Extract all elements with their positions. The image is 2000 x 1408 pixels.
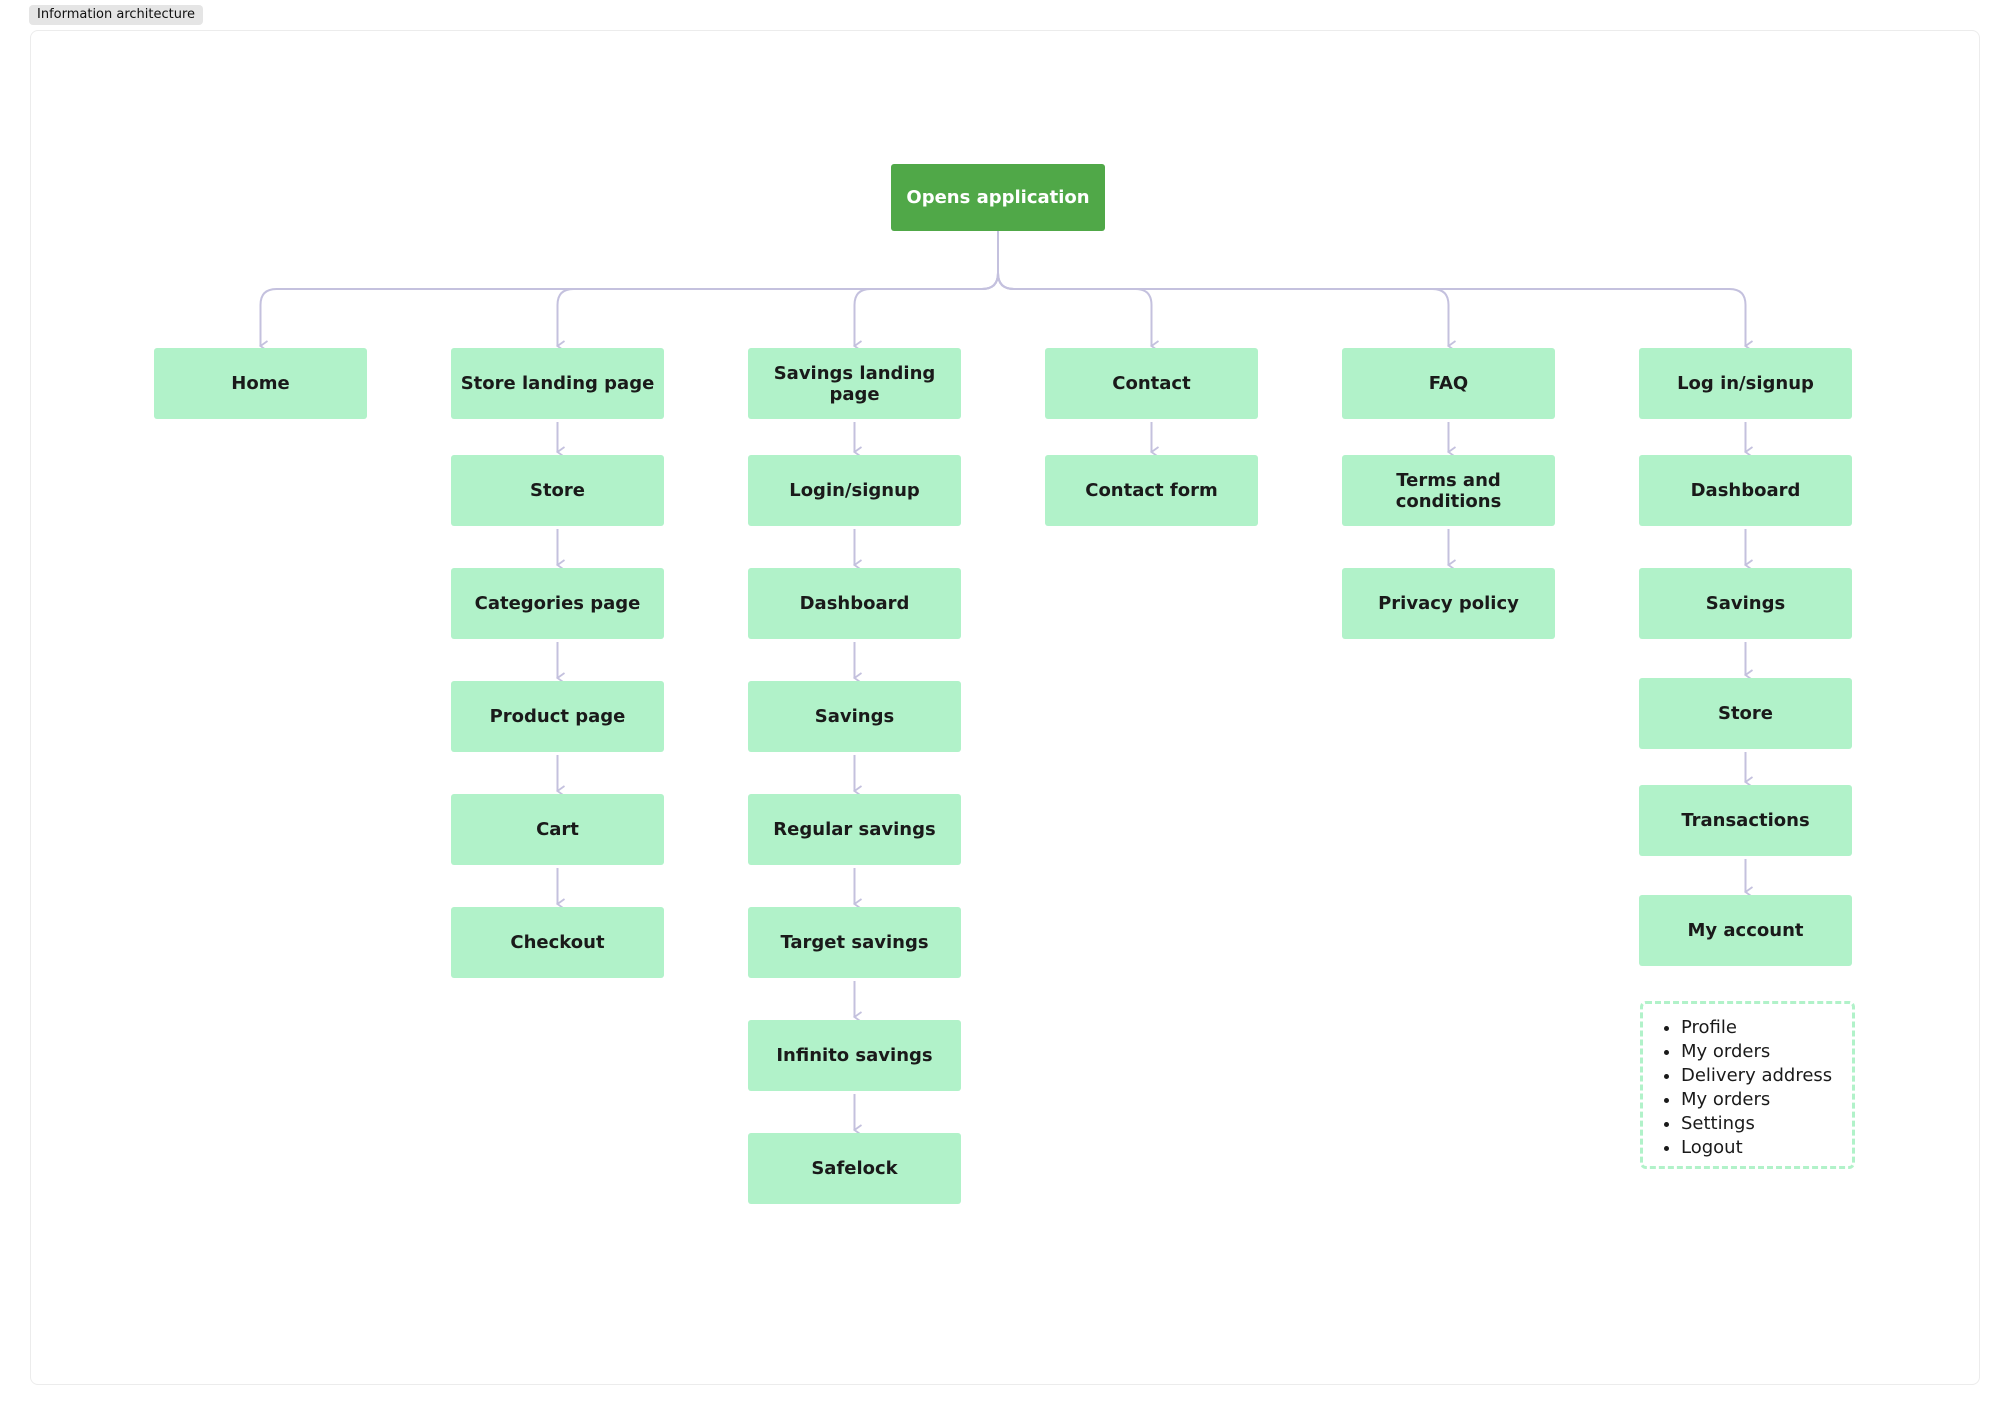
node-savings-landing-page[interactable]: Savings landing page (748, 348, 961, 419)
node-home[interactable]: Home (154, 348, 367, 419)
connector-arrow (852, 231, 999, 352)
node-store[interactable]: Store (451, 455, 664, 526)
node-transactions[interactable]: Transactions (1639, 785, 1852, 856)
frame-label[interactable]: Information architecture (29, 5, 204, 25)
node-categories-page[interactable]: Categories page (451, 568, 664, 639)
connector-arrow (997, 231, 1754, 352)
account-menu-item: Settings (1681, 1112, 1842, 1136)
node-faq[interactable]: FAQ (1342, 348, 1555, 419)
account-menu-item: My orders (1681, 1040, 1842, 1064)
node-contact-form[interactable]: Contact form (1045, 455, 1258, 526)
node-safelock[interactable]: Safelock (748, 1133, 961, 1204)
account-menu-item: Profile (1681, 1016, 1842, 1040)
node-savings[interactable]: Savings (748, 681, 961, 752)
account-menu-list: Profile My orders Delivery address My or… (1643, 1016, 1842, 1160)
node-store-landing-page[interactable]: Store landing page (451, 348, 664, 419)
account-menu-item: Logout (1681, 1136, 1842, 1160)
node-target-savings[interactable]: Target savings (748, 907, 961, 978)
node-cart[interactable]: Cart (451, 794, 664, 865)
node-store[interactable]: Store (1639, 678, 1852, 749)
account-menu-item: Delivery address (1681, 1064, 1842, 1088)
node-regular-savings[interactable]: Regular savings (748, 794, 961, 865)
node-savings[interactable]: Savings (1639, 568, 1852, 639)
account-menu-item: My orders (1681, 1088, 1842, 1112)
node-privacy-policy[interactable]: Privacy policy (1342, 568, 1555, 639)
node-my-account[interactable]: My account (1639, 895, 1852, 966)
node-product-page[interactable]: Product page (451, 681, 664, 752)
root-node-opens-application[interactable]: Opens application (891, 164, 1105, 231)
account-menu-note: Profile My orders Delivery address My or… (1640, 1001, 1855, 1169)
node-dashboard[interactable]: Dashboard (748, 568, 961, 639)
node-checkout[interactable]: Checkout (451, 907, 664, 978)
node-log-in-signup[interactable]: Log in/signup (1639, 348, 1852, 419)
node-login-signup[interactable]: Login/signup (748, 455, 961, 526)
node-dashboard[interactable]: Dashboard (1639, 455, 1852, 526)
node-infinito-savings[interactable]: Infinito savings (748, 1020, 961, 1091)
node-contact[interactable]: Contact (1045, 348, 1258, 419)
node-terms-and-conditions[interactable]: Terms and conditions (1342, 455, 1555, 526)
